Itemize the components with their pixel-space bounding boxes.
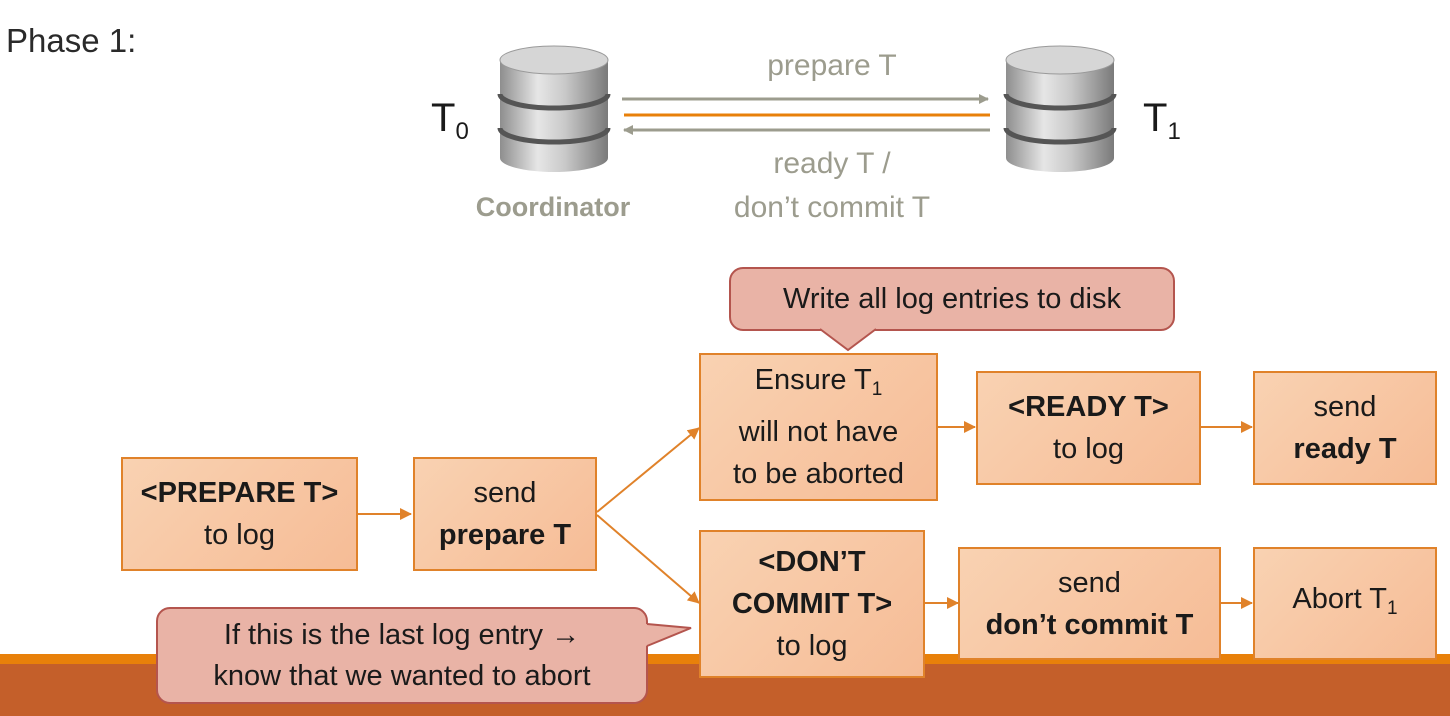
prepare-message-label: prepare T — [767, 49, 897, 82]
callout-last-entry: If this is the last log entry → know tha… — [156, 607, 648, 704]
send-ready-box: send ready T — [1253, 371, 1437, 485]
node-label-t1: T1 — [1143, 96, 1181, 145]
send-dont-commit-box: send don’t commit T — [958, 547, 1221, 660]
callout-pointer — [646, 623, 692, 647]
phase-heading: Phase 1: — [6, 22, 137, 59]
arrow-send-to-dont-commit — [596, 514, 700, 604]
abort-box: Abort T1 — [1253, 547, 1437, 660]
ensure-box: Ensure T1 will not have to be aborted — [699, 353, 938, 501]
ready-message-label: ready T / don’t commit T — [733, 147, 931, 224]
coordinator-label: Coordinator — [475, 192, 631, 222]
prepare-log-box: <PREPARE T> to log — [121, 457, 358, 571]
send-prepare-box: send prepare T — [413, 457, 597, 571]
ready-log-box: <READY T> to log — [976, 371, 1201, 485]
dont-commit-log-box: <DON’T COMMIT T> to log — [699, 530, 925, 678]
node-label-t0: T0 — [431, 96, 469, 145]
database-icon — [497, 45, 611, 172]
arrow-send-to-ensure — [596, 427, 700, 513]
database-icon — [1003, 45, 1117, 172]
callout-write-log: Write all log entries to disk — [729, 267, 1175, 331]
callout-pointer — [819, 328, 877, 352]
